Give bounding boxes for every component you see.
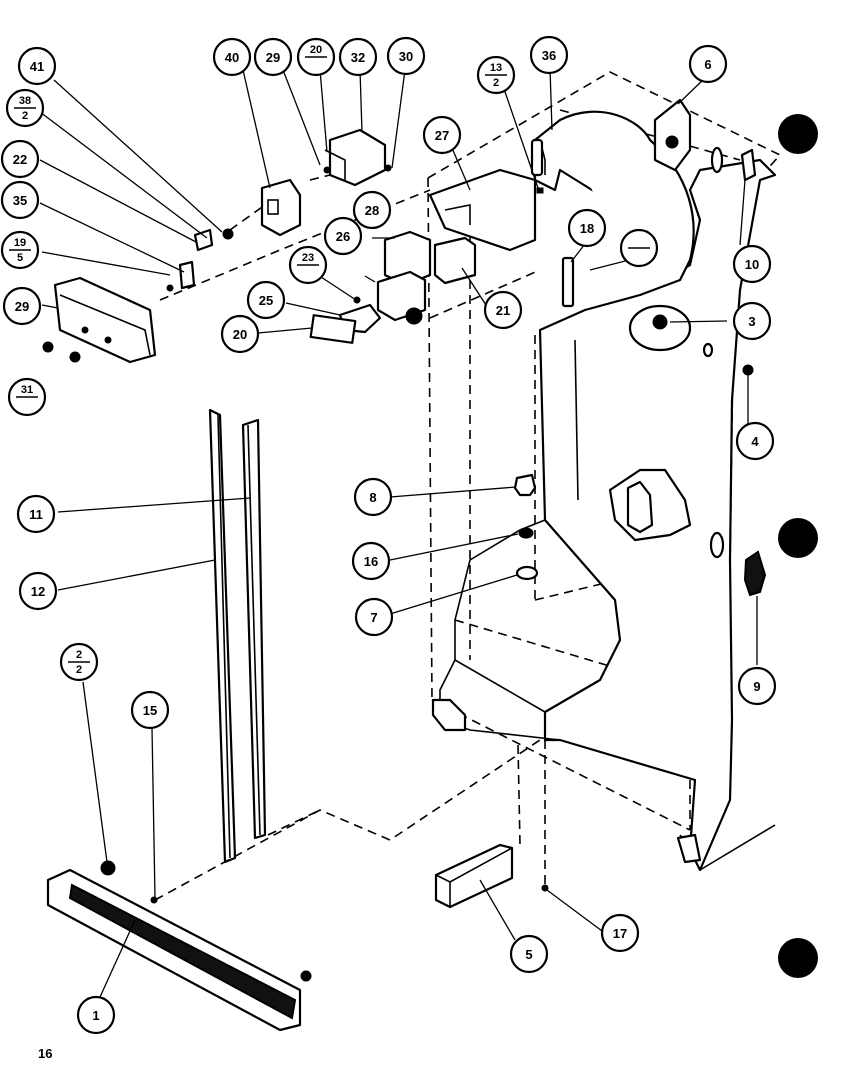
callout-31: 36 xyxy=(529,35,569,75)
svg-text:35: 35 xyxy=(13,193,27,208)
page-number: 16 xyxy=(38,1046,53,1061)
callout-8: 8 xyxy=(353,477,393,517)
svg-text:31: 31 xyxy=(21,384,33,396)
callout-22-2: 23 xyxy=(288,245,328,285)
callout-21: 22 xyxy=(0,139,40,179)
callout-13-2: 132 xyxy=(476,55,516,95)
svg-text:2: 2 xyxy=(76,649,82,661)
svg-text:32: 32 xyxy=(351,50,365,65)
svg-text:2: 2 xyxy=(76,664,82,676)
svg-text:27: 27 xyxy=(435,128,449,143)
svg-text:21: 21 xyxy=(496,303,510,318)
callout-30-2: 31 xyxy=(7,377,47,417)
callouts: 41 382 22 35 195 29 31 40 29 20 32 30 27… xyxy=(0,35,777,1035)
svg-text:6: 6 xyxy=(704,57,711,72)
callout-17: 17 xyxy=(600,913,640,953)
svg-text:40: 40 xyxy=(225,50,239,65)
svg-text:29: 29 xyxy=(266,50,280,65)
callout-36: 40 xyxy=(212,37,252,77)
svg-text:20: 20 xyxy=(310,44,322,56)
callout-41-2 xyxy=(619,228,659,268)
callout-35: 35 xyxy=(0,180,40,220)
svg-text:11: 11 xyxy=(29,507,43,522)
svg-text:41: 41 xyxy=(30,59,44,74)
callout-9: 9 xyxy=(737,666,777,706)
svg-text:7: 7 xyxy=(370,610,377,625)
svg-text:22: 22 xyxy=(13,152,27,167)
callout-40: 41 xyxy=(17,46,57,86)
binder-hole-bottom xyxy=(778,938,818,978)
svg-text:5: 5 xyxy=(17,252,23,264)
svg-text:1: 1 xyxy=(92,1008,99,1023)
hinge-strip xyxy=(561,256,575,308)
callout-12: 12 xyxy=(18,571,58,611)
callout-10: 10 xyxy=(732,244,772,284)
svg-text:18: 18 xyxy=(580,221,594,236)
svg-text:2: 2 xyxy=(22,110,28,122)
svg-text:12: 12 xyxy=(31,584,45,599)
callout-29-b: 30 xyxy=(386,36,426,76)
callout-1: 1 xyxy=(76,995,116,1035)
foam-block xyxy=(434,843,549,909)
svg-text:8: 8 xyxy=(369,490,376,505)
callout-27: 28 xyxy=(352,190,392,230)
light-socket xyxy=(628,304,754,376)
callout-18: 18 xyxy=(567,208,607,248)
svg-text:15: 15 xyxy=(143,703,157,718)
svg-text:25: 25 xyxy=(259,293,273,308)
svg-text:30: 30 xyxy=(399,49,413,64)
svg-text:19: 19 xyxy=(14,237,26,249)
callout-38-2: 382 xyxy=(5,88,45,128)
callout-28: 29 xyxy=(2,286,42,326)
callout-29-a: 29 xyxy=(253,37,293,77)
callout-2-2: 22 xyxy=(59,642,99,682)
callout-19-5: 20 xyxy=(296,37,336,77)
svg-text:28: 28 xyxy=(365,203,379,218)
callout-4: 4 xyxy=(735,421,775,461)
svg-text:36: 36 xyxy=(542,48,556,63)
callout-26: 27 xyxy=(422,115,462,155)
callout-3: 3 xyxy=(732,301,772,341)
leader-lines xyxy=(39,67,758,998)
callout-15: 15 xyxy=(130,690,170,730)
svg-text:38: 38 xyxy=(19,95,31,107)
svg-text:2: 2 xyxy=(493,77,499,89)
cabinet-liner xyxy=(427,71,782,872)
callout-19-2: 195 xyxy=(0,230,40,270)
callout-20-b: 21 xyxy=(483,290,523,330)
svg-text:5: 5 xyxy=(525,947,532,962)
binder-hole-top xyxy=(778,114,818,154)
callout-7: 7 xyxy=(354,597,394,637)
bearing-set xyxy=(513,473,539,581)
svg-text:17: 17 xyxy=(613,926,627,941)
dispenser-panel xyxy=(42,276,157,364)
mounting-hardware xyxy=(166,228,234,292)
binder-hole-middle xyxy=(778,518,818,558)
svg-text:10: 10 xyxy=(745,257,759,272)
thermostat-assembly xyxy=(653,98,757,182)
callout-20-a: 20 xyxy=(220,314,260,354)
switch-part xyxy=(743,550,767,597)
svg-text:20: 20 xyxy=(233,327,247,342)
svg-text:29: 29 xyxy=(15,299,29,314)
callout-16: 16 xyxy=(351,541,391,581)
svg-text:16: 16 xyxy=(364,554,378,569)
hinge-brackets xyxy=(260,128,392,237)
callout-6: 6 xyxy=(688,44,728,84)
callout-5: 5 xyxy=(509,934,549,974)
door-trim xyxy=(208,408,267,864)
svg-text:26: 26 xyxy=(336,229,350,244)
svg-text:13: 13 xyxy=(490,62,502,74)
svg-text:23: 23 xyxy=(302,252,314,264)
svg-text:3: 3 xyxy=(748,314,755,329)
svg-text:4: 4 xyxy=(751,434,759,449)
callout-11: 11 xyxy=(16,494,56,534)
callout-23: 25 xyxy=(246,280,286,320)
base-grille xyxy=(46,860,312,1032)
callout-25: 26 xyxy=(323,216,363,256)
callout-32: 32 xyxy=(338,37,378,77)
svg-text:9: 9 xyxy=(753,679,760,694)
